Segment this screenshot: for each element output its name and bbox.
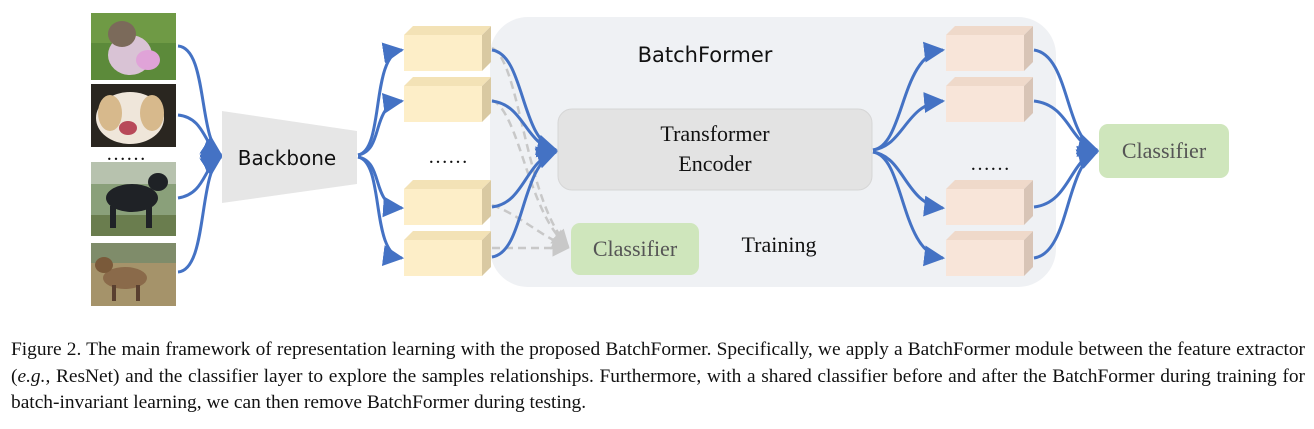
output-cube-2 [946,77,1033,122]
input-image-4 [91,243,176,306]
output-ellipsis: …… [970,153,1010,175]
output-cube-1 [946,26,1033,71]
training-classifier-block [571,223,699,275]
caption-suffix: , ResNet) and the classifier layer to ex… [11,365,1305,414]
output-cube-4 [946,231,1033,276]
feature-cube-3 [404,180,491,225]
training-label: Training [742,232,817,257]
feature-cube-4 [404,231,491,276]
caption-eg: e.g. [17,365,46,387]
image-ellipsis: …… [106,143,146,165]
feature-to-encoder-arrows [491,48,559,259]
output-cube-3 [946,180,1033,225]
caption-prefix: Figure 2. The main framework of represen… [11,339,1305,387]
feature-cube-2 [404,77,491,122]
feature-cube-1 [404,26,491,71]
input-image-1 [91,13,176,80]
image-to-backbone-arrows [177,44,223,274]
backbone-block [222,111,357,203]
transformer-label: Transformer [660,121,770,146]
feature-to-train-classifier-arrows [491,46,570,257]
feature-ellipsis: …… [428,146,468,168]
backbone-to-feature-arrows [357,42,405,267]
encoder-label: Encoder [678,151,752,176]
classifier-block [1099,124,1229,178]
batchformer-title: BatchFormer [638,43,773,67]
encoder-to-output-arrows [872,41,946,267]
input-image-3 [91,162,176,236]
classifier-label: Classifier [1122,138,1207,163]
transformer-encoder-block [557,108,873,191]
figure-caption: Figure 2. The main framework of represen… [11,337,1305,417]
training-classifier-label: Classifier [593,236,678,261]
framework-diagram: BatchFormer …… B [91,13,1229,306]
output-to-classifier-arrows [1033,48,1100,260]
backbone-label: Backbone [238,146,336,170]
input-image-2 [91,84,176,147]
